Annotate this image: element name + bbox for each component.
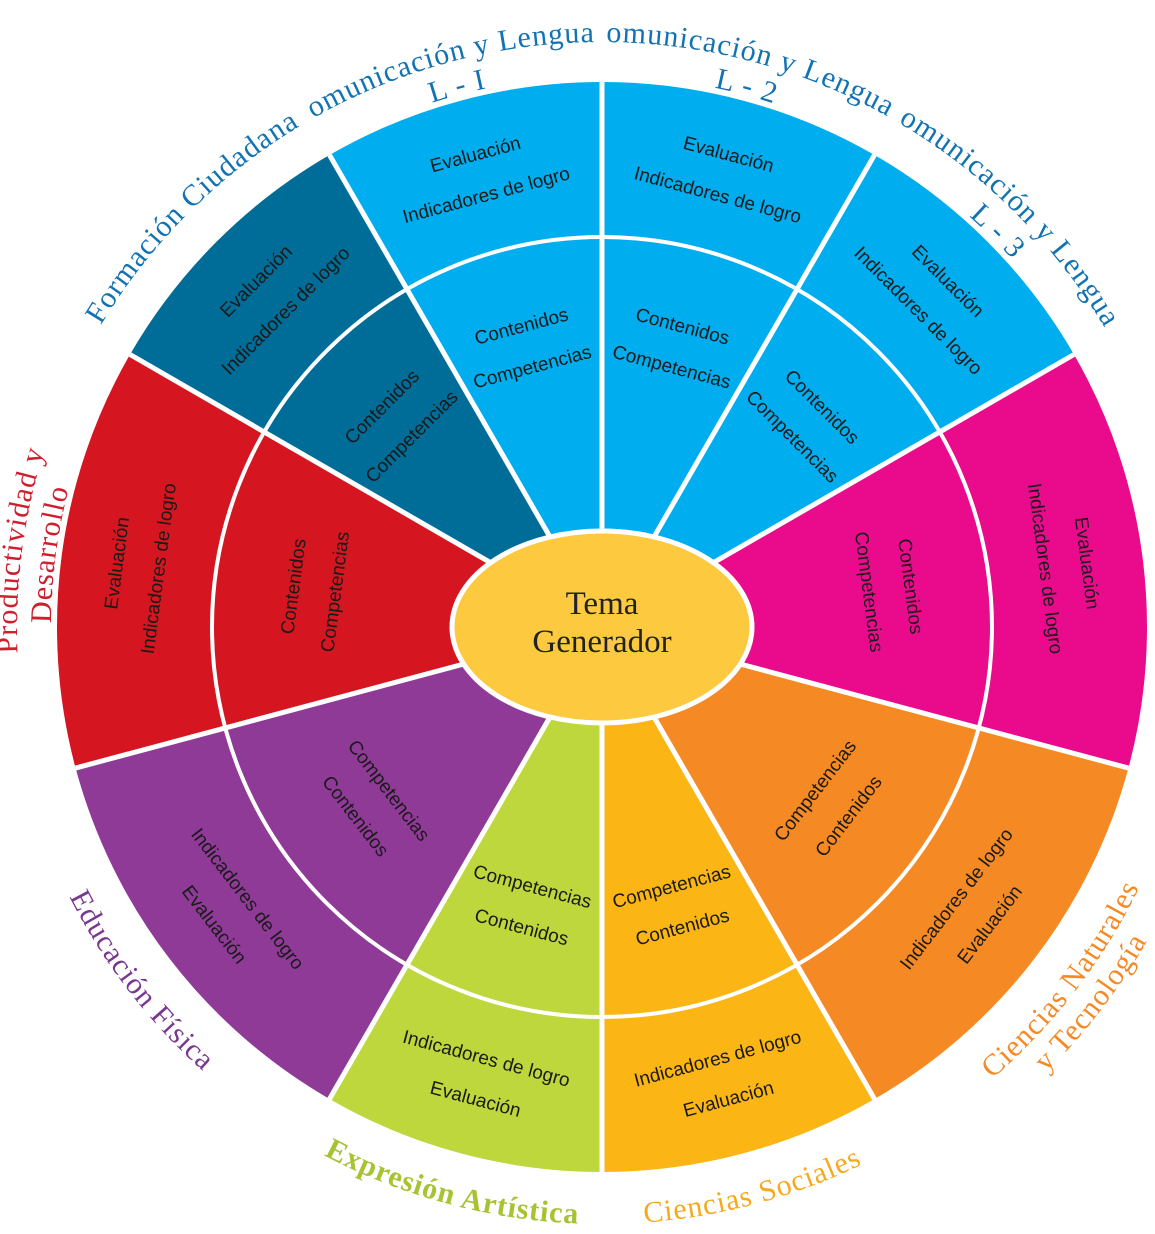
sector-comunicacion-l2 bbox=[602, 82, 875, 627]
sector-comunicacion-l1 bbox=[329, 82, 602, 627]
sector-expresion-artistica bbox=[329, 627, 602, 1172]
sector-educacion-fisica bbox=[75, 627, 602, 1099]
center-title-line2: Generador bbox=[532, 624, 671, 660]
center-title-line1: Tema bbox=[566, 586, 639, 622]
wheel-dividers bbox=[74, 82, 1130, 1172]
center-ellipse bbox=[449, 528, 755, 726]
sector-ciencias-sociales bbox=[602, 627, 875, 1172]
sector-matematicas bbox=[602, 354, 1147, 769]
sector-ciencias-naturales bbox=[602, 627, 1129, 1099]
wheel-sectors bbox=[57, 82, 1147, 1172]
center-hub: Tema Generador bbox=[449, 528, 755, 726]
sector-productividad bbox=[57, 354, 602, 769]
middle-ring bbox=[210, 235, 994, 1019]
sector-comunicacion-l3 bbox=[602, 155, 1074, 627]
sector-formacion-ciudadana bbox=[130, 155, 602, 627]
